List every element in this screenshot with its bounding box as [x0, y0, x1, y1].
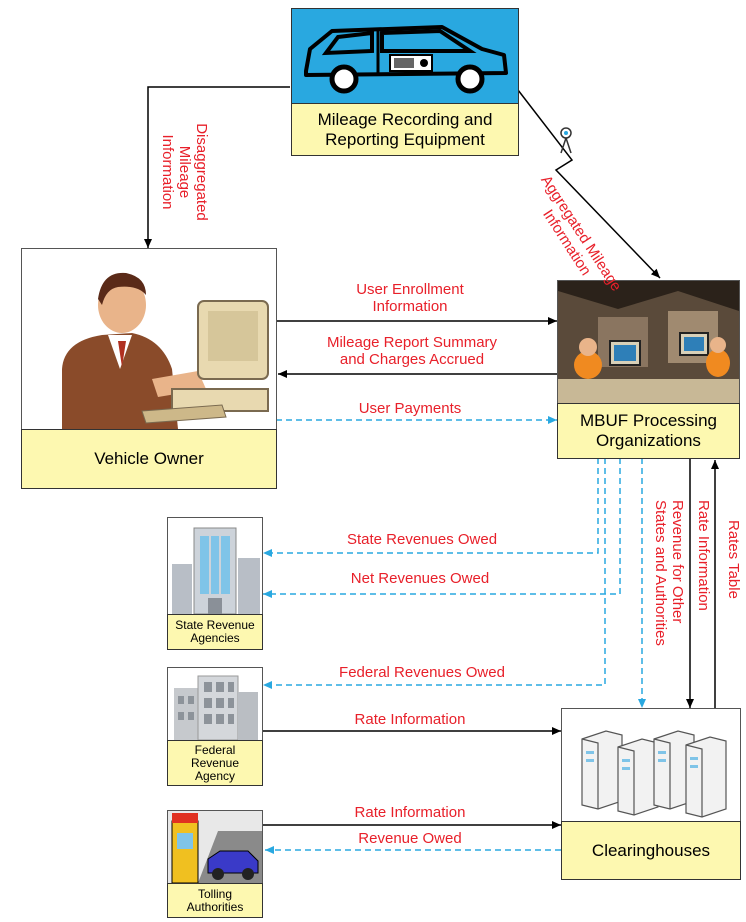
state-revenue-label: State Revenue Agencies: [167, 614, 263, 650]
node-mbuf: MBUF Processing Organizations: [557, 280, 740, 459]
node-federal-revenue: Federal Revenue Agency: [167, 667, 263, 786]
label-rate-info-tolling: Rate Information: [354, 804, 466, 821]
toll-booth-icon: [168, 811, 262, 884]
label-rate-info-federal: Rate Information: [354, 711, 466, 728]
node-state-revenue: State Revenue Agencies: [167, 517, 263, 650]
label-disaggregated: Disaggregated Mileage Information: [159, 123, 210, 221]
label-state-revenues: State Revenues Owed: [346, 531, 498, 548]
label-rate-info-vertical: Rate Information: [695, 500, 712, 611]
mileage-equipment-label: Mileage Recording and Reporting Equipmen…: [291, 103, 519, 156]
node-vehicle-owner: Vehicle Owner: [21, 248, 277, 489]
government-building-icon: [168, 668, 262, 741]
label-user-payments: User Payments: [358, 400, 462, 417]
node-clearinghouses: Clearinghouses: [561, 708, 741, 880]
tolling-label: Tolling Authorities: [167, 883, 263, 918]
label-revenue-owed: Revenue Owed: [358, 830, 462, 847]
office-building-icon: [168, 518, 262, 615]
arrow-net-revenues: [263, 458, 621, 598]
label-federal-revenues: Federal Revenues Owed: [339, 664, 505, 681]
car-with-meter-icon: [292, 9, 518, 103]
node-mileage-equipment: Mileage Recording and Reporting Equipmen…: [291, 8, 519, 156]
antenna-icon: [558, 126, 574, 154]
mbuf-label: MBUF Processing Organizations: [557, 403, 740, 459]
vehicle-owner-label: Vehicle Owner: [21, 429, 277, 489]
arrow-state-revenues: [263, 458, 599, 557]
office-workers-icon: [558, 281, 739, 403]
arrow-federal-revenues: [263, 458, 606, 689]
clearinghouses-label: Clearinghouses: [561, 821, 741, 880]
arrow-disaggregated: [144, 86, 290, 248]
federal-revenue-label: Federal Revenue Agency: [167, 740, 263, 786]
person-at-computer-icon: [22, 249, 276, 429]
label-net-revenues: Net Revenues Owed: [350, 570, 490, 587]
node-tolling: Tolling Authorities: [167, 810, 263, 918]
servers-icon: [562, 709, 740, 821]
label-rates-table: Rates Table: [725, 520, 742, 599]
arrow-aggregated: [517, 89, 661, 279]
